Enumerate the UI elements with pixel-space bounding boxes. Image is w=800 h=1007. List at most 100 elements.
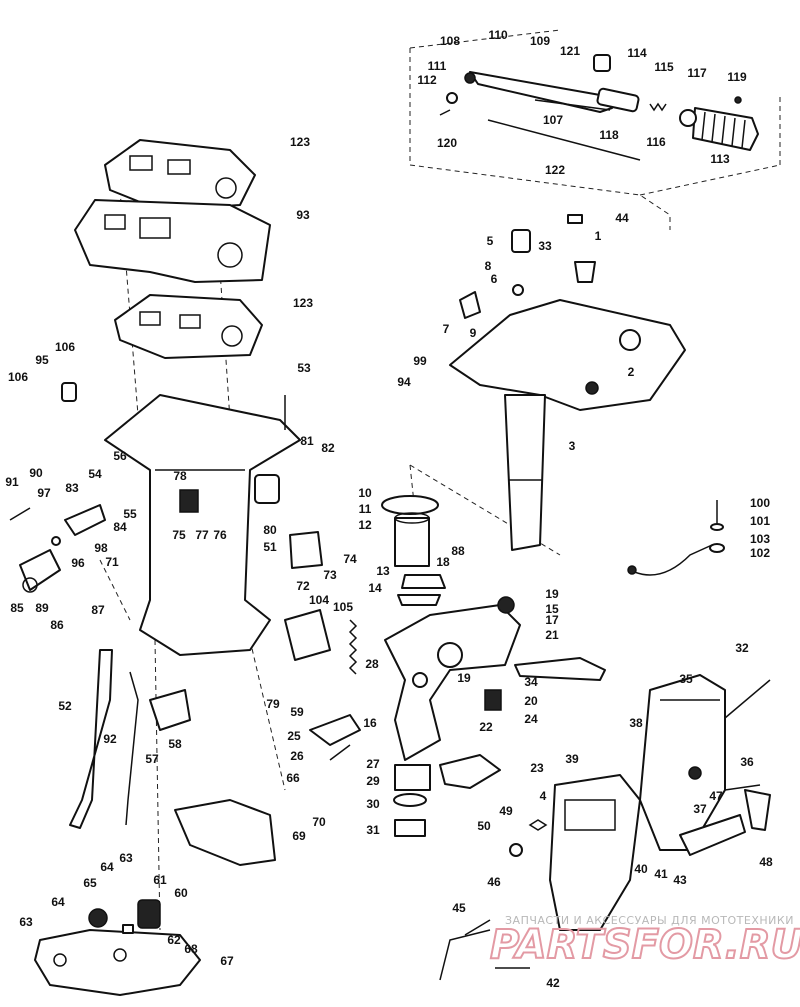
part-number-label: 113 xyxy=(710,152,730,166)
part-number-label: 117 xyxy=(687,66,707,80)
part-number-label: 3 xyxy=(569,439,576,453)
part-number-label: 85 xyxy=(10,601,24,615)
lower-covers-group xyxy=(34,799,276,996)
part-number-label: 33 xyxy=(538,239,552,253)
part-number-label: 45 xyxy=(452,901,466,915)
part-number-label: 53 xyxy=(297,361,311,375)
part-number-label: 1 xyxy=(595,229,602,243)
part-number-label: 96 xyxy=(71,556,85,570)
part-number-label: 41 xyxy=(654,867,668,881)
part-number-label: 19 xyxy=(457,671,471,685)
part-number-label: 27 xyxy=(366,757,380,771)
part-number-label: 68 xyxy=(184,942,198,956)
part-number-label: 82 xyxy=(321,441,335,455)
part-number-label: 114 xyxy=(627,46,647,60)
part-number-label: 16 xyxy=(363,716,377,730)
part-number-label: 20 xyxy=(524,694,538,708)
part-number-label: 14 xyxy=(368,581,382,595)
part-number-label: 72 xyxy=(296,579,310,593)
part-number-label: 65 xyxy=(83,876,97,890)
part-number-label: 52 xyxy=(58,699,72,713)
exhaust-housing-group xyxy=(104,394,358,675)
part-number-label: 120 xyxy=(437,136,457,150)
part-number-label: 97 xyxy=(37,486,51,500)
part-number-label: 106 xyxy=(8,370,28,384)
part-number-label: 5 xyxy=(487,234,494,248)
part-number-label: 116 xyxy=(646,135,666,149)
part-number-label: 44 xyxy=(615,211,629,225)
part-number-label: 40 xyxy=(634,862,648,876)
clamp-bracket-group xyxy=(439,674,771,981)
part-number-label: 24 xyxy=(524,712,538,726)
part-number-label: 62 xyxy=(167,933,181,947)
part-number-label: 63 xyxy=(119,851,133,865)
part-number-label: 98 xyxy=(94,541,108,555)
part-number-label: 59 xyxy=(290,705,304,719)
part-number-label: 2 xyxy=(628,365,635,379)
part-number-label: 102 xyxy=(750,546,770,560)
part-number-label: 51 xyxy=(263,540,277,554)
part-number-label: 76 xyxy=(213,528,227,542)
part-number-label: 64 xyxy=(51,895,65,909)
part-number-label: 88 xyxy=(451,544,465,558)
part-number-label: 70 xyxy=(312,815,326,829)
part-number-label: 79 xyxy=(266,697,280,711)
part-number-label: 21 xyxy=(545,628,559,642)
part-number-label: 93 xyxy=(296,208,310,222)
throttle-linkage-group xyxy=(9,382,106,593)
part-number-label: 17 xyxy=(545,613,559,627)
part-number-label: 56 xyxy=(113,449,127,463)
part-number-label: 9 xyxy=(470,326,477,340)
part-number-label: 112 xyxy=(417,73,437,87)
bushing-group xyxy=(381,495,446,837)
part-number-label: 19 xyxy=(545,587,559,601)
part-number-label: 39 xyxy=(565,752,579,766)
part-number-label: 58 xyxy=(168,737,182,751)
part-number-label: 110 xyxy=(488,28,508,42)
part-number-label: 50 xyxy=(477,819,491,833)
part-number-label: 118 xyxy=(599,128,619,142)
part-number-label: 49 xyxy=(499,804,513,818)
part-number-label: 74 xyxy=(343,552,357,566)
part-number-label: 67 xyxy=(220,954,234,968)
gasket-group xyxy=(74,139,271,359)
part-number-label: 23 xyxy=(530,761,544,775)
rods-group xyxy=(69,649,191,829)
part-number-label: 18 xyxy=(436,555,450,569)
part-number-label: 89 xyxy=(35,601,49,615)
part-number-label: 115 xyxy=(654,60,674,74)
part-number-label: 22 xyxy=(479,720,493,734)
part-number-label: 101 xyxy=(750,514,770,528)
part-number-label: 11 xyxy=(359,502,372,516)
part-number-label: 32 xyxy=(735,641,749,655)
part-number-label: 6 xyxy=(491,272,498,286)
part-number-label: 42 xyxy=(546,976,560,990)
part-number-label: 90 xyxy=(29,466,43,480)
part-number-label: 100 xyxy=(750,496,770,510)
part-number-label: 81 xyxy=(300,434,314,448)
part-number-label: 54 xyxy=(88,467,102,481)
part-number-label: 105 xyxy=(333,600,353,614)
part-number-label: 108 xyxy=(440,34,460,48)
part-number-label: 123 xyxy=(290,135,310,149)
part-number-label: 25 xyxy=(287,729,301,743)
part-number-label: 55 xyxy=(123,507,137,521)
watermark-logo: PARTSFOR.RU xyxy=(490,922,800,968)
part-number-label: 104 xyxy=(309,593,329,607)
part-number-label: 92 xyxy=(103,732,117,746)
part-number-label: 94 xyxy=(397,375,411,389)
part-number-label: 73 xyxy=(323,568,337,582)
part-number-label: 47 xyxy=(709,789,723,803)
part-number-label: 48 xyxy=(759,855,773,869)
part-number-label: 12 xyxy=(358,518,372,532)
part-number-label: 38 xyxy=(629,716,643,730)
part-number-label: 29 xyxy=(366,774,380,788)
part-number-label: 111 xyxy=(428,59,447,73)
part-number-label: 28 xyxy=(365,657,379,671)
stern-bracket-group xyxy=(309,596,606,789)
part-number-label: 26 xyxy=(290,749,304,763)
part-number-label: 87 xyxy=(91,603,105,617)
part-number-label: 34 xyxy=(524,675,538,689)
part-number-label: 122 xyxy=(545,163,565,177)
